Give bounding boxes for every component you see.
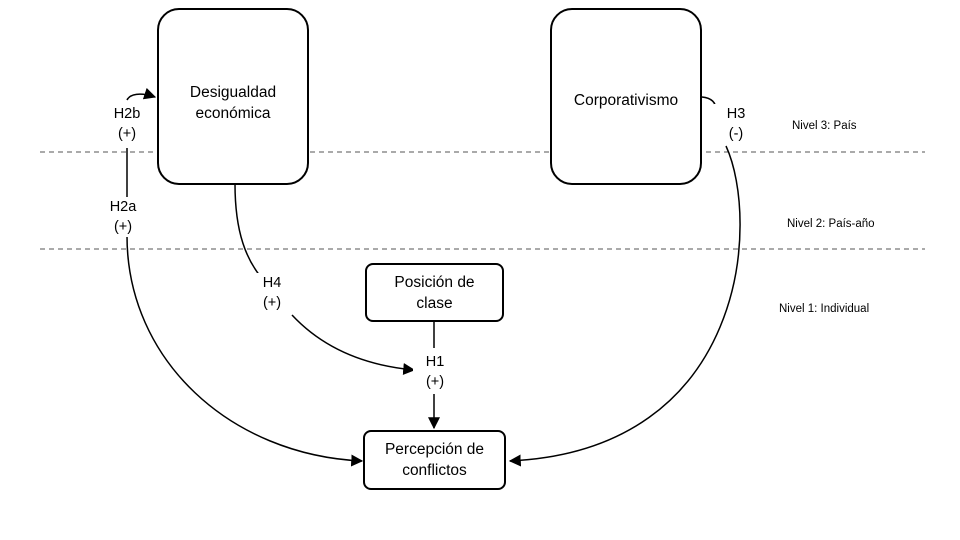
- arrow-h4-line: [234, 183, 269, 286]
- hypothesis-h4-name: H4: [262, 275, 282, 291]
- hypothesis-h2a-name: H2a: [109, 199, 137, 215]
- arrow-h2a: [126, 235, 364, 467]
- hypothesis-h3: H3 (-): [714, 104, 758, 144]
- node-corporativismo-label: Corporativismo: [573, 92, 679, 109]
- level-label-country-year: Nivel 2: País-año: [787, 218, 875, 230]
- node-desigualdad-label: Desigualdad económica: [189, 84, 277, 122]
- node-corporativismo: Corporativismo: [550, 8, 702, 185]
- level-label-individual: Nivel 1: Individual: [779, 303, 870, 315]
- hypothesis-h4-sign: (+): [262, 295, 282, 311]
- hypothesis-h1-sign: (+): [425, 374, 445, 390]
- hypothesis-h2b-name: H2b: [113, 106, 141, 122]
- hypothesis-h1-name: H1: [425, 354, 445, 370]
- arrow-h3: [508, 145, 741, 467]
- hypothesis-h3-name: H3: [726, 106, 746, 122]
- hypothesis-h4: H4 (+): [250, 273, 294, 313]
- hypothesis-h2b-sign: (+): [117, 126, 137, 142]
- node-posicion-de-clase: Posición de clase: [365, 263, 504, 322]
- node-posicion-label: Posición de clase: [394, 273, 475, 312]
- hypothesis-h1: H1 (+): [413, 352, 457, 392]
- arrow-h2b-top: [126, 87, 157, 101]
- node-desigualdad-economica: Desigualdad económica: [157, 8, 309, 185]
- level-label-country: Nivel 3: País: [792, 120, 857, 132]
- hypothesis-h2b: H2b (+): [104, 104, 150, 144]
- arrow-h4: [291, 314, 416, 375]
- node-percepcion-de-conflictos: Percepción de conflictos: [363, 430, 506, 490]
- hypothesis-h2a: H2a (+): [100, 197, 146, 237]
- hypothesis-h2a-sign: (+): [113, 219, 133, 235]
- hypothesis-h3-sign: (-): [728, 126, 744, 142]
- node-percepcion-label: Percepción de conflictos: [384, 441, 485, 479]
